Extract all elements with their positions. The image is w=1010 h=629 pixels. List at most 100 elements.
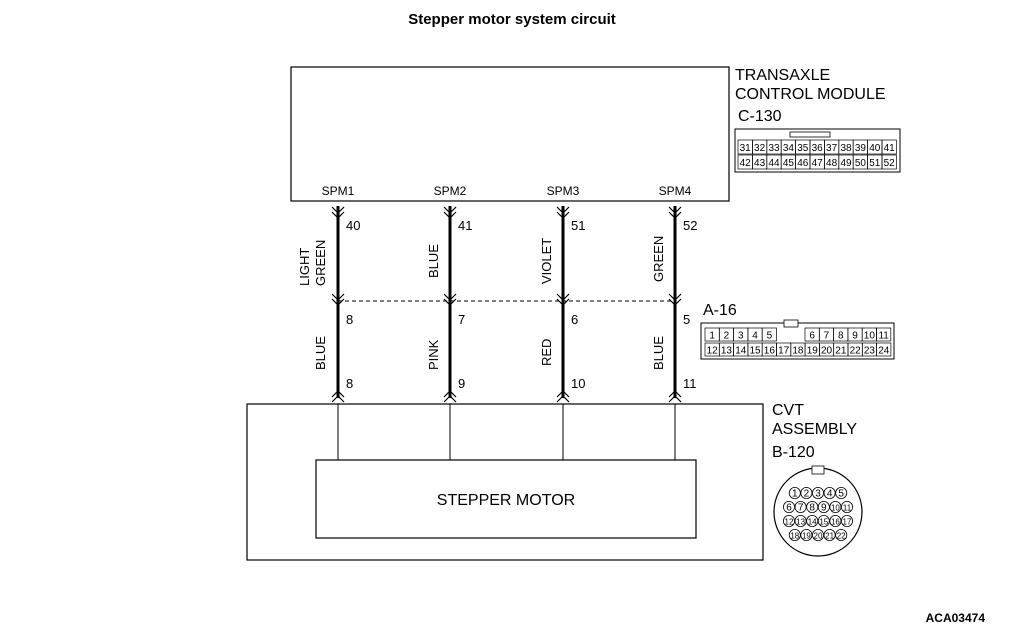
b120-pin [794, 500, 807, 513]
c130-cell-number: 48 [826, 158, 838, 169]
c130-cell-number: 36 [812, 143, 824, 154]
upper-wire-color-3: VIOLET [539, 238, 554, 284]
c130-cell-number: 46 [797, 158, 809, 169]
a16-cell-number: 1 [709, 331, 715, 342]
c130-cell-number: 41 [884, 143, 896, 154]
upper-wire-color-1a: LIGHT [297, 248, 312, 286]
upper-wires [336, 206, 677, 302]
a16-cell-number: 14 [735, 346, 747, 357]
c130-cell-number: 49 [840, 158, 852, 169]
b120-pin-number: 7 [798, 503, 804, 514]
b120-pin-number: 18 [790, 532, 799, 541]
a16-cell-number: 2 [724, 331, 730, 342]
tcm-name-line1: TRANSAXLE [735, 67, 830, 84]
junction-connector-marks [331, 293, 682, 306]
b120-pin-number: 1 [792, 489, 798, 500]
c130-cell-number: 39 [855, 143, 867, 154]
a16-cell [876, 342, 892, 357]
figure-id: ACA03474 [926, 611, 986, 625]
a16-cell-number: 24 [878, 346, 890, 357]
a16-cell-number: 18 [792, 346, 804, 357]
b120-pin-number: 10 [831, 504, 840, 513]
b120-pin-number: 21 [825, 532, 834, 541]
cvt-box [246, 403, 764, 561]
b120-pin-number: 13 [796, 518, 805, 527]
b120-pin-number: 4 [827, 489, 833, 500]
c130-cell-number: 44 [768, 158, 780, 169]
signal-spm1: SPM1 [322, 184, 355, 198]
signal-spm4: SPM4 [659, 184, 692, 198]
a16-cell-number: 7 [824, 331, 830, 342]
a16-cell-number: 6 [809, 331, 815, 342]
a16-cell-number: 16 [764, 346, 776, 357]
b120-pin [823, 529, 836, 542]
lower-wire-color-4: BLUE [651, 336, 666, 370]
b120-pin-number: 16 [831, 518, 840, 527]
a16-cell [761, 327, 777, 342]
diagram-title: Stepper motor system circuit [408, 11, 616, 28]
c130-cell [881, 139, 897, 155]
b120-pin-number: 17 [843, 518, 852, 527]
a16-cell-number: 5 [767, 331, 773, 342]
b120-pin-number: 12 [785, 518, 794, 527]
a16-cell-number: 11 [878, 331, 889, 342]
c130-cell-number: 37 [826, 143, 838, 154]
tcm-connector-marks [331, 206, 682, 219]
upper-wire-color-1b: GREEN [313, 240, 328, 286]
b120-pin [835, 529, 848, 542]
tcm-box [290, 66, 730, 202]
b120-pin-number: 20 [814, 532, 823, 541]
c130-cell-number: 38 [840, 143, 852, 154]
a16-cell-number: 15 [749, 346, 761, 357]
a16-cell-number: 9 [852, 331, 858, 342]
b120-pin-number: 6 [786, 503, 792, 514]
cvt-pin-2: 9 [458, 376, 465, 391]
c130-cell [881, 154, 897, 170]
c130-cell-number: 47 [812, 158, 824, 169]
c130-cell-number: 35 [797, 143, 809, 154]
junction-pin-3: 6 [571, 312, 578, 327]
b120-pin-number: 11 [843, 504, 852, 513]
cvt-pin-4: 11 [683, 376, 697, 391]
cvt-pin-1: 8 [346, 376, 353, 391]
cvt-connector-id: B-120 [772, 444, 815, 461]
c130-cell-number: 43 [754, 158, 766, 169]
b120-pin [835, 486, 848, 499]
junction-pin-2: 7 [458, 312, 465, 327]
stepper-motor-label: STEPPER MOTOR [437, 492, 575, 509]
b120-pin-number: 15 [819, 518, 828, 527]
a16-cell-number: 4 [752, 331, 758, 342]
a16-cell-number: 10 [864, 331, 876, 342]
cvt-internal-wires [337, 404, 676, 460]
b120-pin-number: 2 [804, 489, 810, 500]
tcm-pin-1: 40 [346, 218, 360, 233]
a16-cell-number: 17 [778, 346, 790, 357]
b120-pin-number: 22 [837, 532, 846, 541]
stepper-motor-box [315, 459, 697, 539]
junction-connector-id: A-16 [703, 302, 737, 319]
lower-wire-color-2: PINK [426, 339, 441, 370]
a16-cell-number: 12 [707, 346, 719, 357]
b120-pin-number: 8 [809, 503, 815, 514]
tcm-name-line2: CONTROL MODULE [735, 86, 886, 103]
lower-wires [336, 302, 677, 398]
a16-cell-number: 3 [738, 331, 744, 342]
a16-cell-number: 8 [838, 331, 844, 342]
b120-pin-number: 3 [815, 489, 821, 500]
c130-cell-number: 31 [740, 143, 752, 154]
b120-pin [817, 500, 830, 513]
b120-pin [788, 529, 801, 542]
a16-cell-number: 13 [721, 346, 733, 357]
b120-pin [841, 515, 854, 528]
c130-cell-number: 40 [869, 143, 881, 154]
c130-cell-number: 51 [869, 158, 881, 169]
a16-cell-number: 21 [835, 346, 847, 357]
c130-cell-number: 50 [855, 158, 867, 169]
tcm-pin-2: 41 [458, 218, 472, 233]
cvt-name-line1: CVT [772, 402, 804, 419]
tcm-pin-3: 51 [571, 218, 585, 233]
a16-cell-number: 20 [821, 346, 833, 357]
c130-cell-number: 52 [884, 158, 896, 169]
